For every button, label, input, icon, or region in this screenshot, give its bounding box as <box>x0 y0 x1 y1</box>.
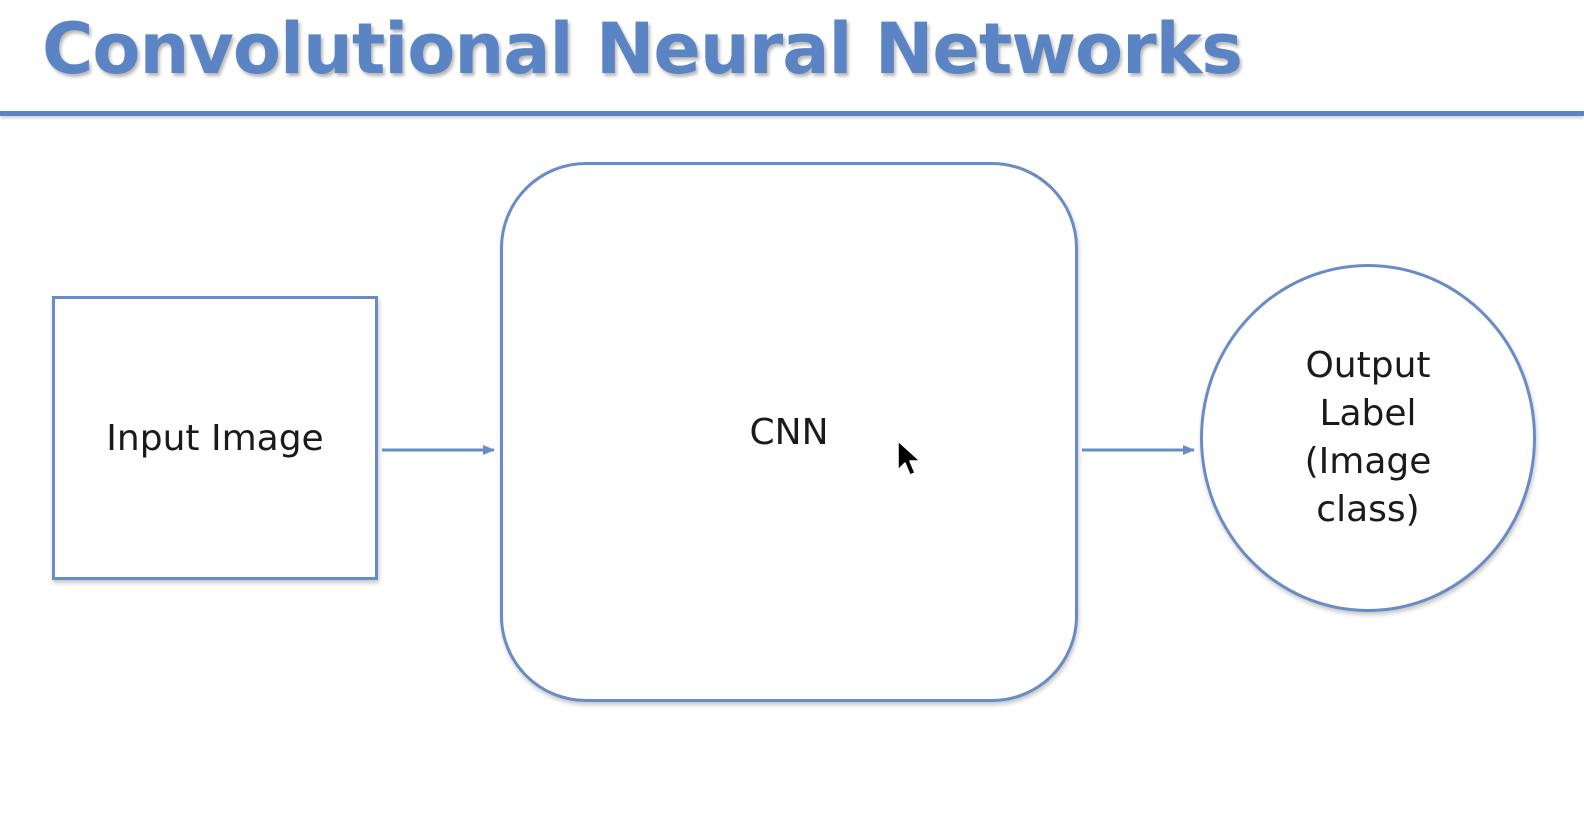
cnn-node: CNN <box>500 162 1078 702</box>
output-label-text: Output Label (Image class) <box>1304 345 1432 530</box>
slide-title: Convolutional Neural Networks <box>42 8 1243 90</box>
output-label-node: Output Label (Image class) <box>1200 264 1536 612</box>
mouse-pointer-icon <box>897 440 921 476</box>
cnn-label: CNN <box>749 411 829 453</box>
input-image-label: Input Image <box>106 417 324 459</box>
title-divider <box>0 111 1584 116</box>
input-image-node: Input Image <box>52 296 378 580</box>
